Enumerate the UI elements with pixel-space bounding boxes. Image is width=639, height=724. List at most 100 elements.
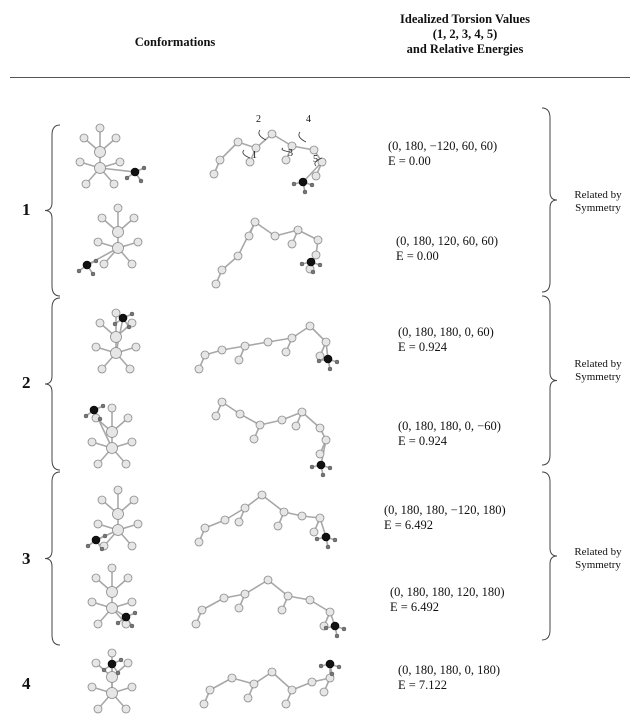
- endon-1-heavy-atom-9: [130, 167, 140, 177]
- endon-4-atom-6: [93, 459, 103, 469]
- row-1-energy: E = 0.00: [388, 154, 431, 168]
- chain-2-small-atom-12: [317, 262, 323, 268]
- chain-1-atom-2: [251, 143, 261, 153]
- chain-5-atom-2: [240, 503, 250, 513]
- endon-6-atom-5: [127, 597, 137, 607]
- row-6-torsions: (0, 180, 180, 120, 180): [390, 585, 505, 599]
- torsion-marker-3: 3: [288, 148, 293, 159]
- chain-6-atom-8: [234, 603, 244, 613]
- endon-6-atom-3: [123, 573, 133, 583]
- endon-5-small-atom-12: [99, 546, 105, 552]
- endon-1-atom-8: [95, 123, 105, 133]
- torsion-header-line3: and Relative Energies: [406, 42, 524, 56]
- chain-4-atom-6: [321, 435, 331, 445]
- group-label-4: 4: [22, 674, 31, 693]
- row-5-values: (0, 180, 180, −120, 180) E = 6.492: [384, 503, 506, 533]
- endon-2-heavy-atom-9: [82, 260, 92, 270]
- chain-4-small-atom-13: [309, 464, 315, 470]
- chain-5-heavy-atom-11: [321, 532, 331, 542]
- endon-7-atom-7: [121, 704, 131, 714]
- chain-3-atom-9: [281, 347, 291, 357]
- chain-1-bond-10: [302, 161, 323, 183]
- chain-7-atom-7: [199, 699, 209, 709]
- endon-4-small-atom-12: [97, 416, 103, 422]
- chain-1-atom-4: [287, 141, 297, 151]
- endon-2-atom-8: [113, 203, 123, 213]
- endon-2-atom-4: [93, 237, 103, 247]
- row-7-values: (0, 180, 180, 0, 180) E = 7.122: [398, 663, 500, 693]
- endon-7-atom-5: [127, 682, 137, 692]
- related-label-1: Related by Symmetry: [558, 189, 638, 215]
- chain-5-atom-7: [194, 537, 204, 547]
- chain-1-small-atom-13: [291, 181, 297, 187]
- row-5-energy: E = 6.492: [384, 518, 434, 532]
- chain-1-small-atom-12: [309, 182, 315, 188]
- chain-7-atom-10: [319, 687, 329, 697]
- chain-2-atom-0: [217, 265, 227, 275]
- endon-3-small-atom-10: [129, 311, 135, 317]
- endon-7-small-atom-11: [101, 667, 107, 673]
- conformations-header: Conformations: [134, 35, 216, 49]
- chain-7-heavy-atom-11: [325, 659, 335, 669]
- chain-2-atom-4: [293, 225, 303, 235]
- row-4-values: (0, 180, 180, 0, −60) E = 0.924: [398, 419, 501, 449]
- chain-6-atom-4: [283, 591, 293, 601]
- related-label-2: Related by Symmetry: [558, 358, 638, 384]
- chain-4-atom-3: [277, 415, 287, 425]
- endon-4-atom-7: [121, 459, 131, 469]
- chain-2-atom-6: [311, 250, 321, 260]
- chain-6-atom-7: [191, 619, 201, 629]
- chain-7-atom-1: [227, 673, 237, 683]
- endon-6-atom-2: [91, 573, 101, 583]
- row-6-values: (0, 180, 180, 120, 180) E = 6.492: [390, 585, 505, 615]
- row-2-energy: E = 0.00: [396, 249, 439, 263]
- chain-2-atom-2: [250, 217, 260, 227]
- endon-6-heavy-atom-9: [121, 612, 131, 622]
- chain-7-atom-9: [281, 699, 291, 709]
- chain-2-atom-7: [211, 279, 221, 289]
- endon-2-atom-5: [133, 237, 143, 247]
- chain-4-atom-5: [315, 423, 325, 433]
- endon-6-small-atom-11: [115, 620, 121, 626]
- row-5-torsions: (0, 180, 180, −120, 180): [384, 503, 506, 517]
- chain-5-atom-6: [315, 513, 325, 523]
- related-label-3-line1: Related by: [574, 546, 622, 558]
- endon-7-atom-2: [91, 658, 101, 668]
- chain-6-small-atom-12: [341, 626, 347, 632]
- chain-5-small-atom-12: [332, 537, 338, 543]
- endon-1-small-atom-12: [138, 178, 144, 184]
- endon-7-atom-4: [87, 682, 97, 692]
- torsion-marker-1: 1: [252, 150, 257, 161]
- endon-4-small-atom-11: [83, 413, 89, 419]
- group-3-brace: [44, 471, 61, 646]
- endon-1-atom-2: [79, 133, 89, 143]
- endon-3-atom-6: [97, 364, 107, 374]
- chain-6-atom-6: [325, 607, 335, 617]
- chain-1-small-atom-14: [302, 189, 308, 195]
- row-4-torsions: (0, 180, 180, 0, −60): [398, 419, 501, 433]
- group-label-3: 3: [22, 549, 31, 568]
- chain-7-small-atom-14: [329, 671, 335, 677]
- chain-7-atom-0: [205, 685, 215, 695]
- endon-5-atom-0: [112, 508, 124, 520]
- endon-2-small-atom-12: [90, 271, 96, 277]
- endon-2-atom-0: [112, 226, 124, 238]
- chain-2-atom-3: [270, 231, 280, 241]
- related-label-1-line1: Related by: [574, 189, 622, 201]
- chain-3-atom-3: [263, 337, 273, 347]
- chain-7-bond-3: [271, 671, 293, 691]
- row-3-values: (0, 180, 180, 0, 60) E = 0.924: [398, 325, 494, 355]
- endon-3-heavy-atom-9: [118, 313, 128, 323]
- chain-7-small-atom-13: [318, 663, 324, 669]
- chain-1-atom-7: [209, 169, 219, 179]
- related-1-brace: [541, 107, 558, 293]
- endon-2-small-atom-11: [76, 268, 82, 274]
- chain-3-atom-8: [234, 355, 244, 365]
- endon-4-small-atom-10: [100, 403, 106, 409]
- chain-5-atom-3: [257, 490, 267, 500]
- chain-1-atom-9: [281, 155, 291, 165]
- chain-6-heavy-atom-11: [330, 621, 340, 631]
- torsion-arrow-3: [281, 147, 291, 153]
- chain-7-atom-3: [267, 667, 277, 677]
